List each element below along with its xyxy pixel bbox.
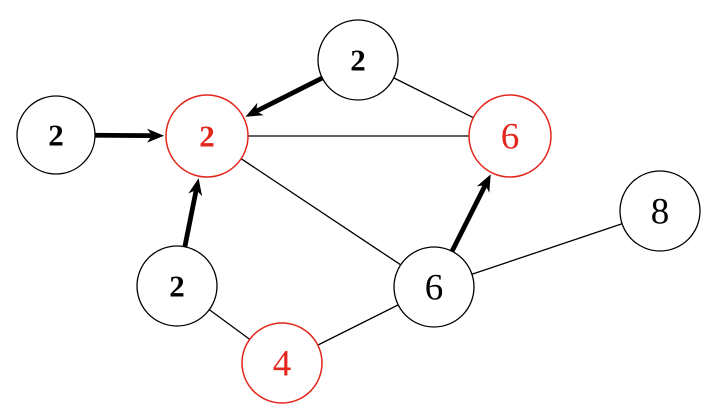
node-circle-highlighted[interactable] — [468, 94, 552, 178]
node-label: 6 — [425, 268, 444, 309]
node-circle[interactable] — [317, 19, 399, 101]
graph-node-6-bottom[interactable]: 6 — [393, 246, 475, 328]
arrowhead-icon — [147, 128, 164, 143]
graph-edge-arrow — [182, 188, 199, 248]
arrowhead-icon — [188, 178, 203, 197]
graph-edge-arrow — [254, 75, 324, 114]
node-circle[interactable] — [393, 246, 475, 328]
node-label: 2 — [48, 118, 64, 153]
node-circle[interactable] — [16, 95, 96, 175]
node-label: 2 — [199, 119, 215, 154]
node-label: 2 — [169, 269, 185, 304]
graph-edge — [208, 309, 251, 340]
graph-node-2-red[interactable]: 2 — [165, 94, 249, 178]
graph-node-6-red[interactable]: 6 — [468, 94, 552, 178]
graph-edge — [393, 77, 474, 119]
node-label: 2 — [350, 43, 366, 78]
arrowhead-icon — [476, 174, 491, 193]
node-circle-highlighted[interactable] — [241, 322, 323, 404]
graph-edge — [471, 223, 623, 275]
graph-edge — [317, 304, 399, 346]
node-label: 6 — [501, 117, 520, 158]
node-label: 8 — [651, 192, 670, 233]
graph-node-2-top[interactable]: 2 — [317, 19, 399, 101]
node-circle[interactable] — [619, 170, 701, 252]
arrowhead-icon — [245, 102, 264, 117]
node-circle[interactable] — [136, 245, 218, 327]
graph-edge-arrow — [449, 183, 488, 253]
graph-node-8[interactable]: 8 — [619, 170, 701, 252]
graph-node-2-bottom[interactable]: 2 — [136, 245, 218, 327]
graph-node-4-red[interactable]: 4 — [241, 322, 323, 404]
node-circle-highlighted[interactable] — [165, 94, 249, 178]
node-label: 4 — [273, 344, 292, 385]
graph-node-2-left[interactable]: 2 — [16, 95, 96, 175]
graph-edge — [240, 158, 402, 266]
